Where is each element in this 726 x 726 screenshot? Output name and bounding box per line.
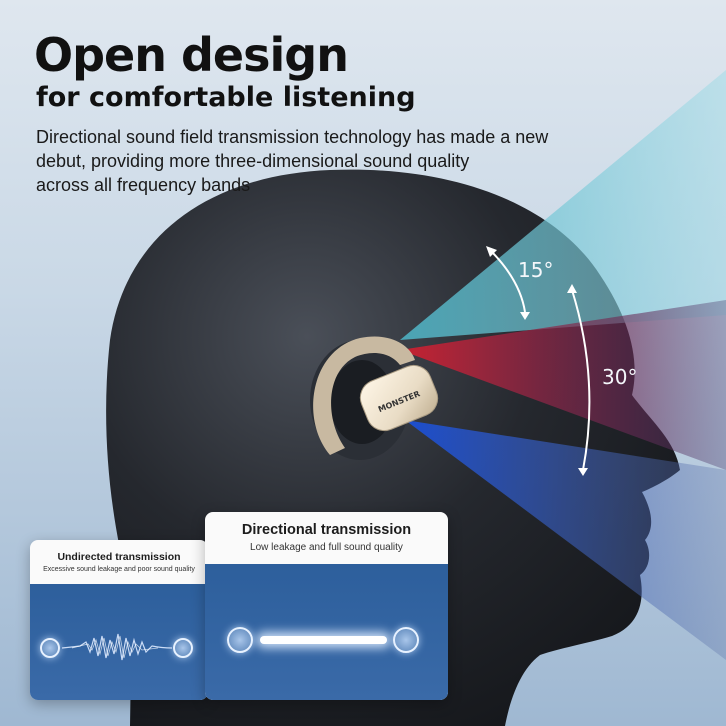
directional-card-subtitle: Low leakage and full sound quality <box>250 542 403 553</box>
description-line: across all frequency bands <box>36 175 251 195</box>
subheadline: for comfortable listening <box>36 82 416 113</box>
speaker-node-icon <box>227 627 253 653</box>
arc-arrowhead <box>578 468 588 476</box>
angle-arc-15 <box>489 249 526 313</box>
description-line: Directional sound field transmission tec… <box>36 127 549 147</box>
arc-arrowhead <box>486 246 497 257</box>
sound-beam-blue <box>405 420 726 660</box>
angle-label-15: 15° <box>518 258 554 282</box>
sound-beam-red <box>400 300 726 470</box>
undirected-card-panel <box>30 584 208 700</box>
undirected-transmission-card: Undirected transmission Excessive sound … <box>30 540 208 700</box>
description-line: debut, providing more three-dimensional … <box>36 151 470 171</box>
directional-transmission-card: Directional transmission Low leakage and… <box>205 512 448 700</box>
directional-card-title: Directional transmission <box>241 522 412 538</box>
earbud-body <box>359 364 439 432</box>
directional-beam-icon <box>260 636 387 644</box>
speaker-node-icon <box>173 638 193 658</box>
angle-arc-30 <box>571 289 591 471</box>
description: Directional sound field transmission tec… <box>36 125 596 197</box>
speaker-node-icon <box>40 638 60 658</box>
earbud-hook <box>313 336 415 455</box>
angle-label-30: 30° <box>602 365 638 389</box>
speaker-node-icon <box>393 627 419 653</box>
scattered-wave-icon <box>62 633 172 661</box>
arc-arrowhead <box>520 312 530 320</box>
sound-beam-cyan <box>400 70 726 340</box>
undirected-card-subtitle: Excessive sound leakage and poor sound q… <box>43 566 195 573</box>
directional-card-panel <box>205 564 448 700</box>
undirected-card-title: Undirected transmission <box>57 551 181 563</box>
headline: Open design <box>34 28 349 82</box>
arc-arrowhead <box>567 284 577 293</box>
